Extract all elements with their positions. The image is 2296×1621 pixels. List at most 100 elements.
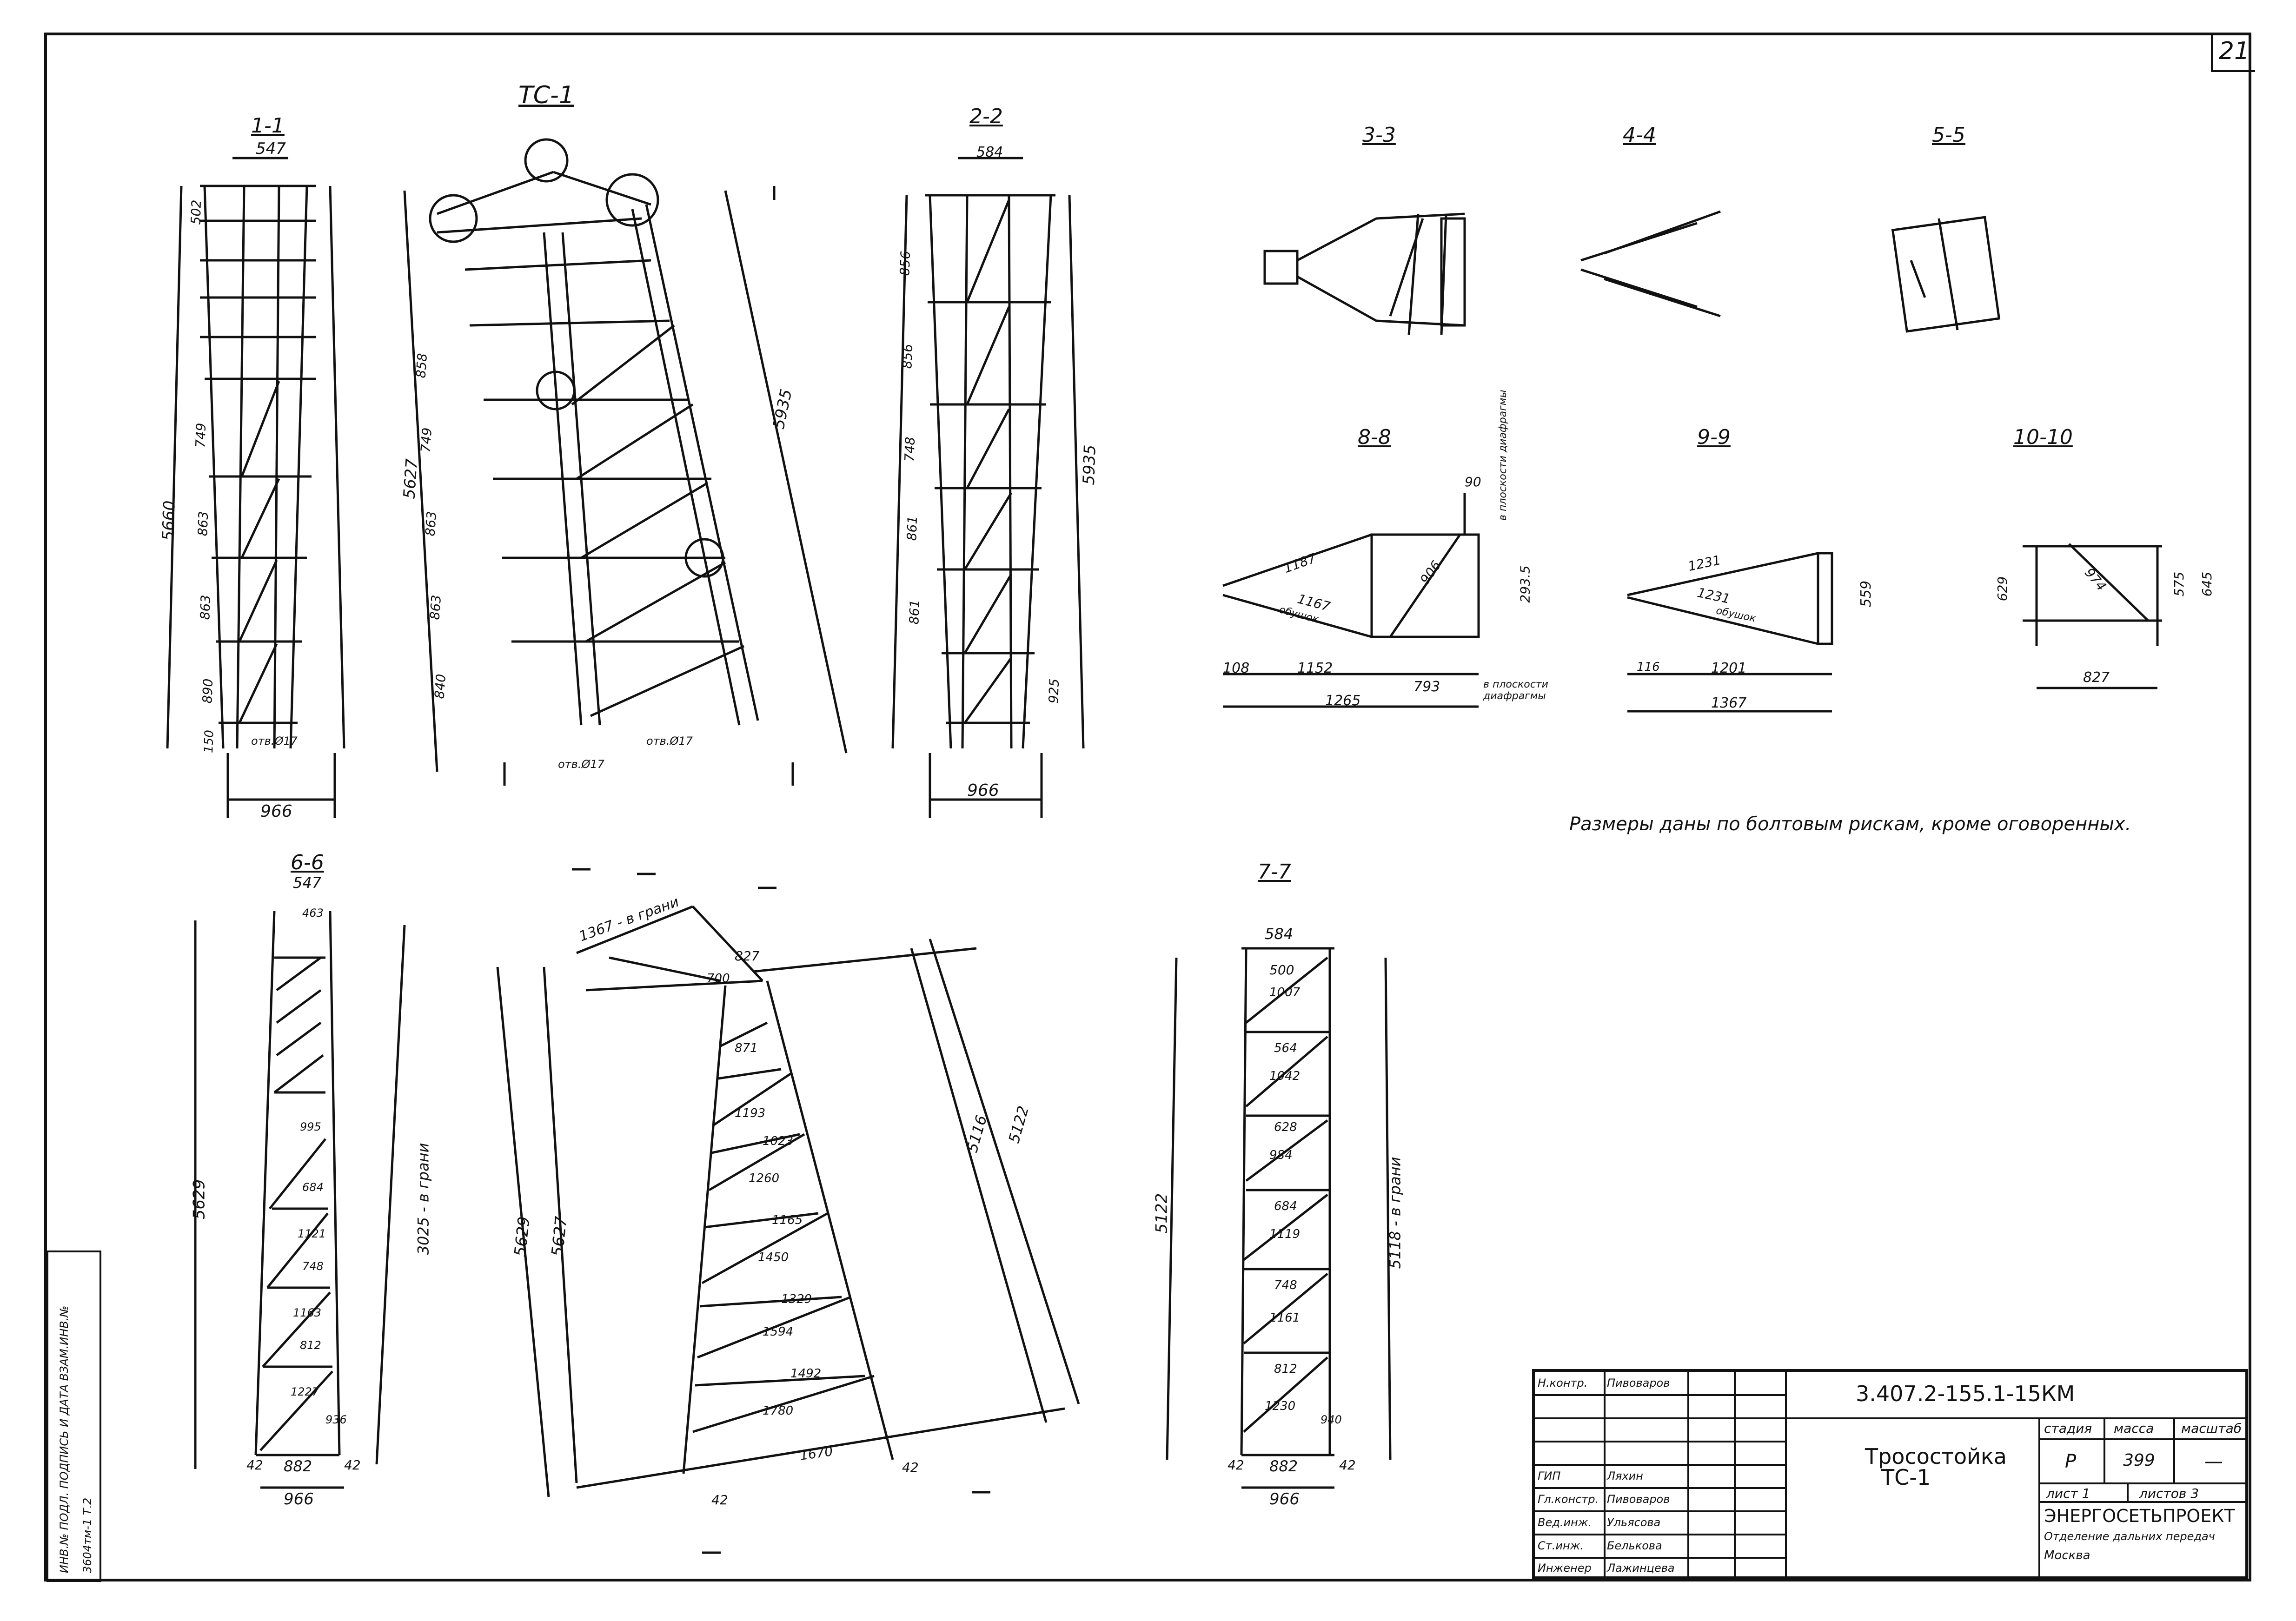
mass-label: масса	[2114, 1421, 2154, 1436]
dim-7-7-diag: 628	[1274, 1120, 1297, 1134]
dim-7-7-diag: 684	[1274, 1199, 1297, 1213]
dim-6-6-side: 42	[246, 1457, 263, 1473]
dim-6-6-diag: 1121	[298, 1227, 326, 1240]
stamp-line-1: ИНВ.№ ПОДЛ. ПОДПИСЬ И ДАТА ВЗАМ.ИНВ.№	[58, 1305, 71, 1573]
stamp-line-2: 3604тм-1 Т.2	[81, 1497, 94, 1573]
dim-7-7-diag: 1119	[1269, 1227, 1301, 1241]
dim-6-6-ext: 966	[284, 1490, 314, 1509]
role-gip: ГИП	[1538, 1469, 1561, 1482]
view-6-6-frame	[194, 911, 406, 1489]
dim-6-6-right: 3025 - в грани	[414, 1143, 432, 1255]
dim-tc1-panel: 840	[431, 673, 449, 700]
scale-value: —	[2204, 1451, 2223, 1472]
dim-1-1-panel: 890	[199, 678, 216, 704]
sheet-label: лист 1	[2046, 1486, 2090, 1501]
dim-7-7-diag: 812	[1274, 1362, 1297, 1376]
role-stinzh: Ст.инж.	[1538, 1539, 1584, 1552]
role-inzhener: Инженер	[1538, 1561, 1592, 1575]
dim-center: 1780	[763, 1404, 794, 1418]
dim-7-7-ext: 966	[1269, 1490, 1300, 1509]
dim-1-1-panel: 749	[192, 423, 209, 448]
dim-6-6-bottom: 882	[284, 1457, 312, 1475]
dim-8-8: 293.5	[1517, 565, 1533, 603]
dimension-note: Размеры даны по болтовым рискам, кроме о…	[1569, 814, 2131, 835]
dim-6-6-diag: 1163	[293, 1306, 322, 1319]
dim-tc1-height: 5627	[400, 458, 422, 500]
hole-label-1-1: отв.Ø17	[251, 734, 298, 748]
view-tc1-frame	[403, 138, 848, 772]
plane-note-8-8b: в плоскости диафрагмы	[1483, 679, 1548, 702]
stage-label: стадия	[2044, 1421, 2092, 1436]
dim-center: 700	[707, 972, 730, 986]
section-8-8-shape	[1222, 493, 1480, 708]
section-10-10-shape	[2023, 543, 2162, 689]
dim-7-7-left: 5122	[1152, 1193, 1171, 1234]
name-gip: Ляхин	[1607, 1469, 1643, 1482]
dim-6-6-diag: 995	[300, 1120, 321, 1133]
mass-value: 399	[2123, 1451, 2155, 1470]
dim-2-2-panel: 861	[906, 599, 923, 625]
dim-9-9: 1201	[1711, 660, 1747, 676]
view-1-1-title: 1-1	[251, 114, 285, 138]
dim-7-7-diag: 564	[1274, 1041, 1297, 1055]
dim-10-10: 629	[1995, 576, 2011, 602]
sheet-number: 21	[2211, 33, 2255, 72]
dim-1-1-bottom: 966	[260, 802, 292, 821]
dim-1-1-panel: 502	[188, 199, 205, 225]
section-9-9-title: 9-9	[1697, 425, 1731, 449]
name-nkontr: Пивоваров	[1607, 1376, 1670, 1389]
section-8-8-title: 8-8	[1358, 425, 1391, 449]
dim-10-10: 827	[2083, 669, 2110, 686]
title-block-grid	[1535, 1372, 2245, 1576]
dim-tc1-panel: 863	[422, 510, 440, 537]
dim-7-7-right: 5118 - в грани	[1386, 1157, 1404, 1269]
sheets-label: листов 3	[2139, 1486, 2199, 1501]
plane-note-8-8: в плоскости диафрагмы	[1497, 390, 1509, 521]
dim-7-7-diag: 1230	[1265, 1399, 1296, 1413]
role-glkonstr: Гл.констр.	[1538, 1493, 1599, 1506]
view-tc1-title: ТС-1	[518, 81, 574, 109]
dim-8-8: 90	[1465, 474, 1481, 490]
dim-2-2-panel: 861	[904, 516, 921, 541]
dim-6-6-top: 547	[293, 874, 322, 892]
dim-center: 1165	[772, 1213, 803, 1227]
dim-7-7-diag: 1007	[1269, 986, 1301, 999]
dim-2-2-panel: 925	[1046, 678, 1062, 704]
org-name: ЭНЕРГОСЕТЬПРОЕКТ	[2044, 1506, 2235, 1526]
dim-2-2-panel: 856	[897, 251, 914, 276]
org-city: Москва	[2044, 1548, 2090, 1562]
section-3-3-shape	[1263, 212, 1466, 335]
dim-center: 871	[735, 1041, 758, 1055]
org-dept: Отделение дальних передач	[2044, 1530, 2215, 1543]
dim-7-7-diag: 1042	[1269, 1069, 1301, 1083]
section-3-3-title: 3-3	[1362, 123, 1396, 147]
dim-center: 1023	[763, 1134, 794, 1148]
section-4-4-shape	[1580, 210, 1721, 318]
dim-6-6-diag: 684	[302, 1181, 324, 1194]
scale-label: масштаб	[2181, 1421, 2242, 1436]
dim-7-7-diag: 984	[1269, 1148, 1293, 1162]
dim-1-1-height: 5660	[159, 500, 179, 541]
name-vedinzh: Ульясова	[1607, 1516, 1661, 1529]
dim-6-6-diag: 1227	[291, 1385, 319, 1398]
dim-center-side-r: 42	[902, 1460, 919, 1475]
dim-7-7-side-r: 42	[1339, 1457, 1356, 1473]
role-nkontr: Н.контр.	[1538, 1376, 1588, 1389]
dim-7-7-diag: 748	[1274, 1278, 1297, 1292]
title-block: 3.407.2-155.1-15КМ Тросостойка ТС-1 стад…	[1532, 1369, 2248, 1579]
name-stinzh: Белькова	[1607, 1539, 1662, 1552]
section-5-5-shape	[1891, 216, 2001, 333]
section-5-5-title: 5-5	[1932, 123, 1965, 147]
section-10-10-title: 10-10	[2013, 425, 2073, 449]
dim-center: 1260	[749, 1171, 780, 1185]
stage-value: Р	[2065, 1451, 2077, 1472]
dim-2-2-top: 584	[976, 144, 1003, 160]
dim-8-8: 1265	[1325, 693, 1361, 709]
dim-9-9: 559	[1858, 580, 1875, 608]
dim-2-2-bottom: 966	[967, 781, 999, 800]
archive-stamp: ИНВ.№ ПОДЛ. ПОДПИСЬ И ДАТА ВЗАМ.ИНВ.№ 36…	[46, 1250, 101, 1582]
dim-8-8: 793	[1413, 679, 1440, 695]
dim-7-7-side: 42	[1228, 1457, 1244, 1473]
name-inzhener: Лажинцева	[1607, 1561, 1675, 1575]
dim-7-7-bottom: 882	[1269, 1457, 1298, 1475]
